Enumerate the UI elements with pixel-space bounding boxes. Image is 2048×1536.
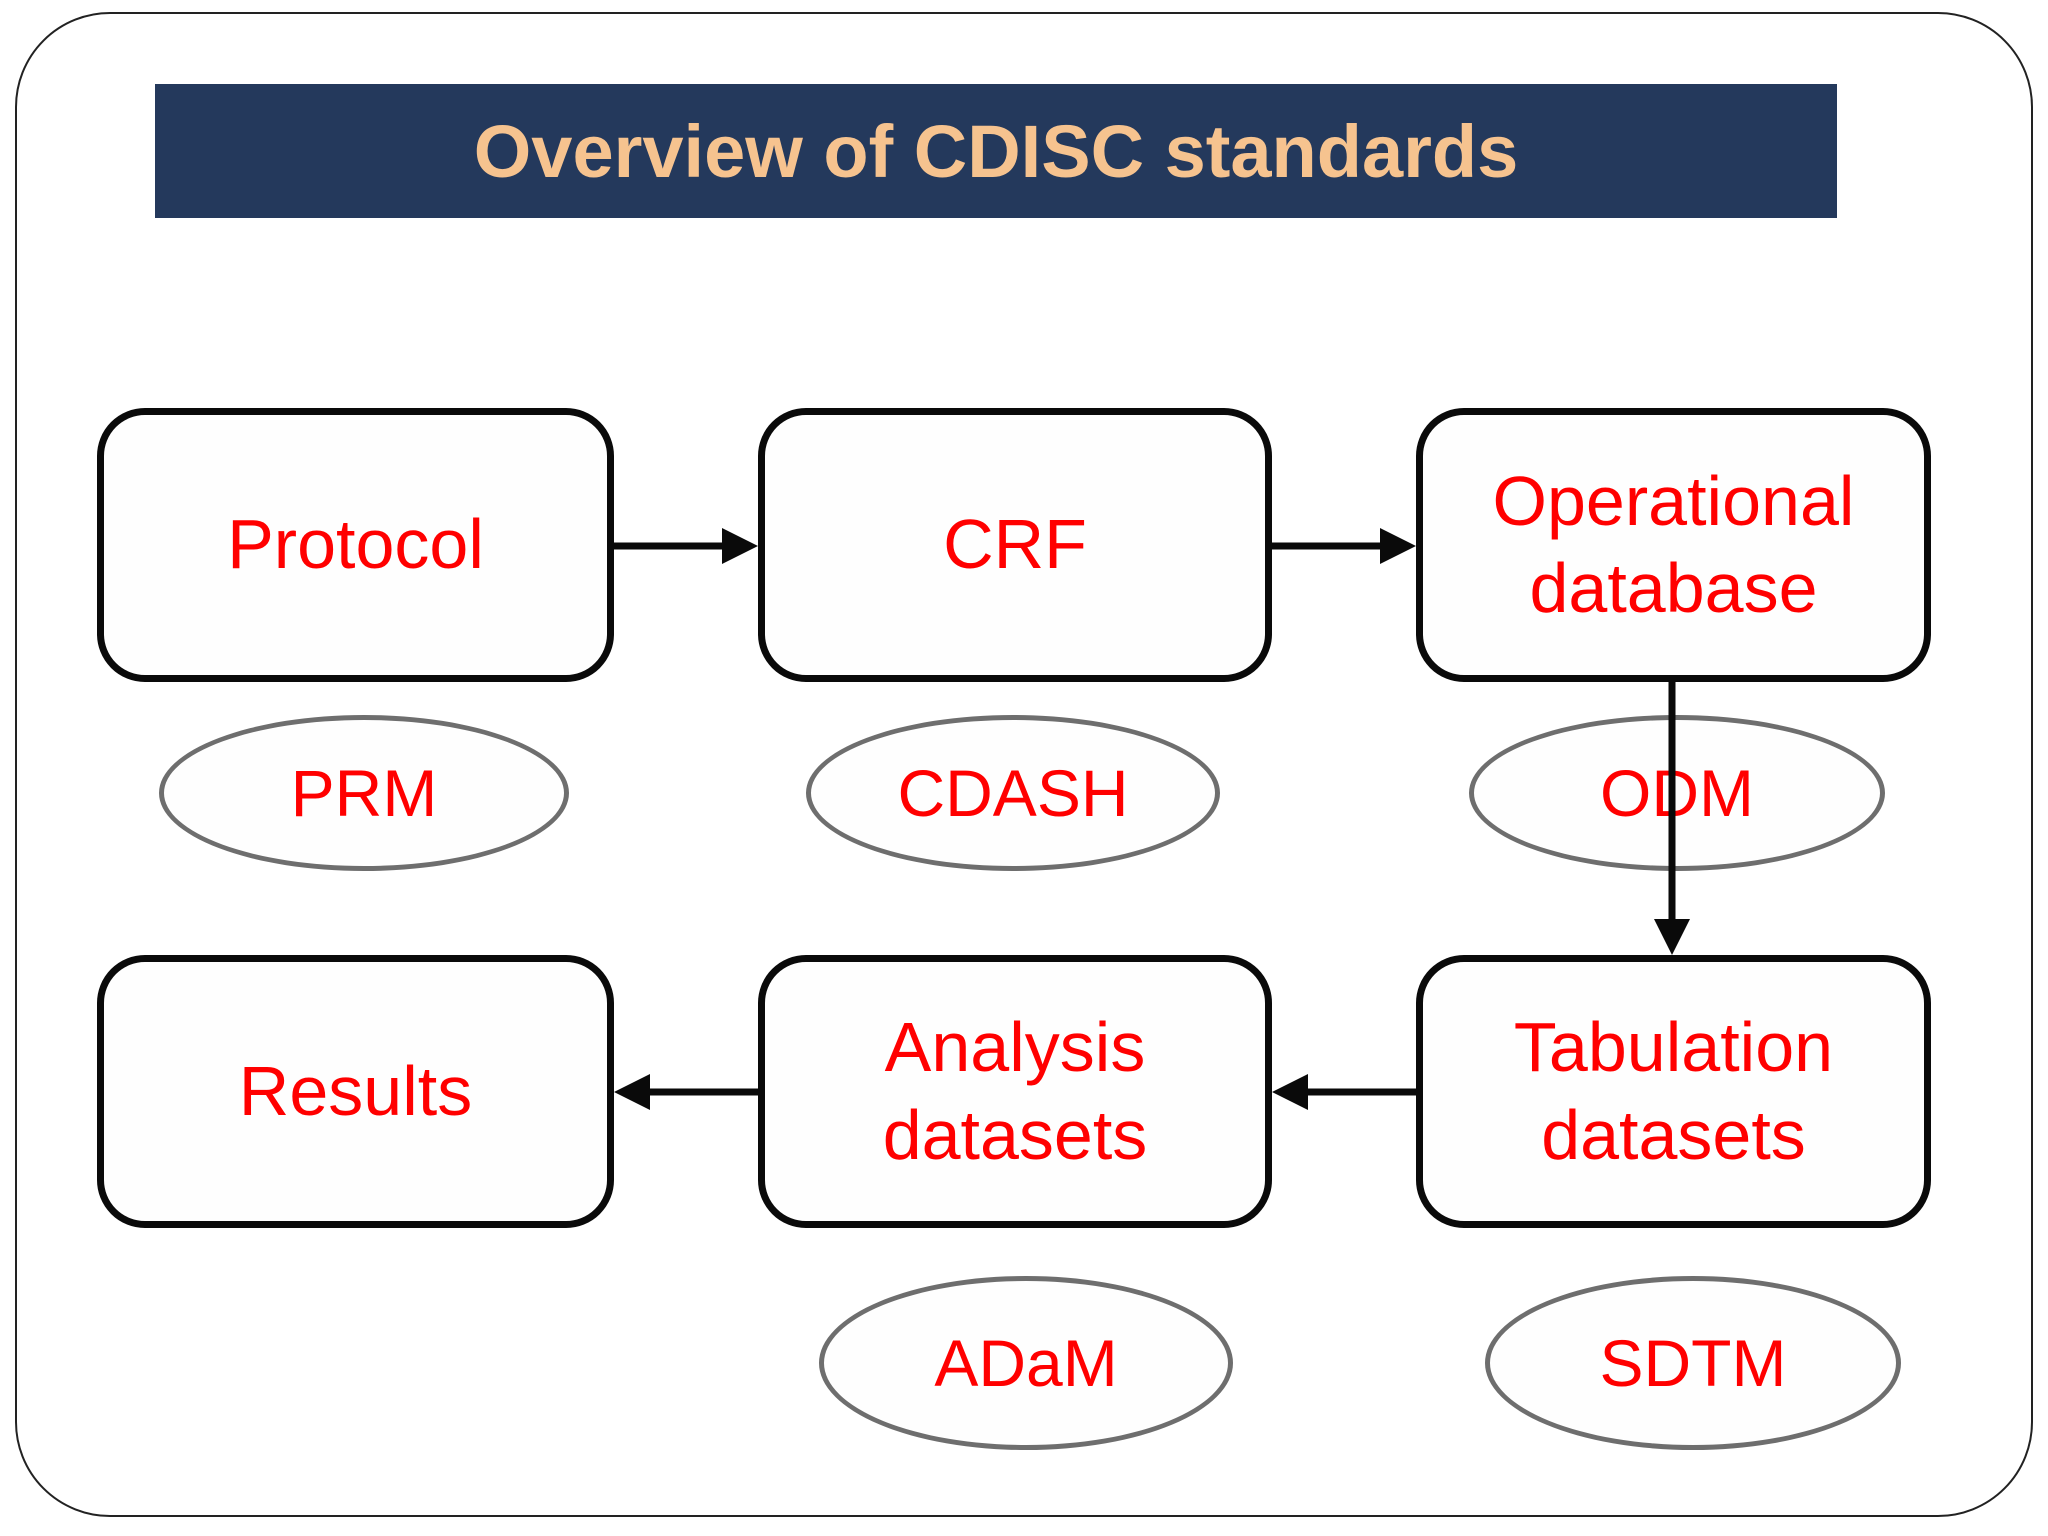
box-operational-database-label: Operational database xyxy=(1492,461,1855,628)
ellipse-odm-label: ODM xyxy=(1600,756,1754,830)
ellipse-prm: PRM xyxy=(159,715,569,871)
ellipse-sdtm: SDTM xyxy=(1485,1276,1901,1450)
box-analysis-datasets: Analysis datasets xyxy=(758,955,1272,1228)
ellipse-adam: ADaM xyxy=(819,1276,1233,1450)
ellipse-prm-label: PRM xyxy=(290,756,438,830)
box-tabulation-datasets-label: Tabulation datasets xyxy=(1513,1008,1834,1174)
ellipse-adam-label: ADaM xyxy=(934,1326,1118,1400)
ellipse-odm: ODM xyxy=(1469,715,1885,871)
box-crf-label: CRF xyxy=(943,505,1087,584)
box-protocol-label: Protocol xyxy=(227,505,484,584)
title-bar: Overview of CDISC standards xyxy=(155,84,1837,218)
box-crf: CRF xyxy=(758,408,1272,682)
box-results: Results xyxy=(97,955,614,1228)
ellipse-cdash-label: CDASH xyxy=(897,756,1129,830)
box-protocol: Protocol xyxy=(97,408,614,682)
box-results-label: Results xyxy=(238,1051,473,1130)
box-operational-database: Operational database xyxy=(1416,408,1931,682)
ellipse-sdtm-label: SDTM xyxy=(1599,1326,1787,1400)
box-tabulation-datasets: Tabulation datasets xyxy=(1416,955,1931,1228)
page-title: Overview of CDISC standards xyxy=(473,109,1519,193)
ellipse-cdash: CDASH xyxy=(806,715,1220,871)
box-analysis-datasets-label: Analysis datasets xyxy=(882,1008,1148,1174)
